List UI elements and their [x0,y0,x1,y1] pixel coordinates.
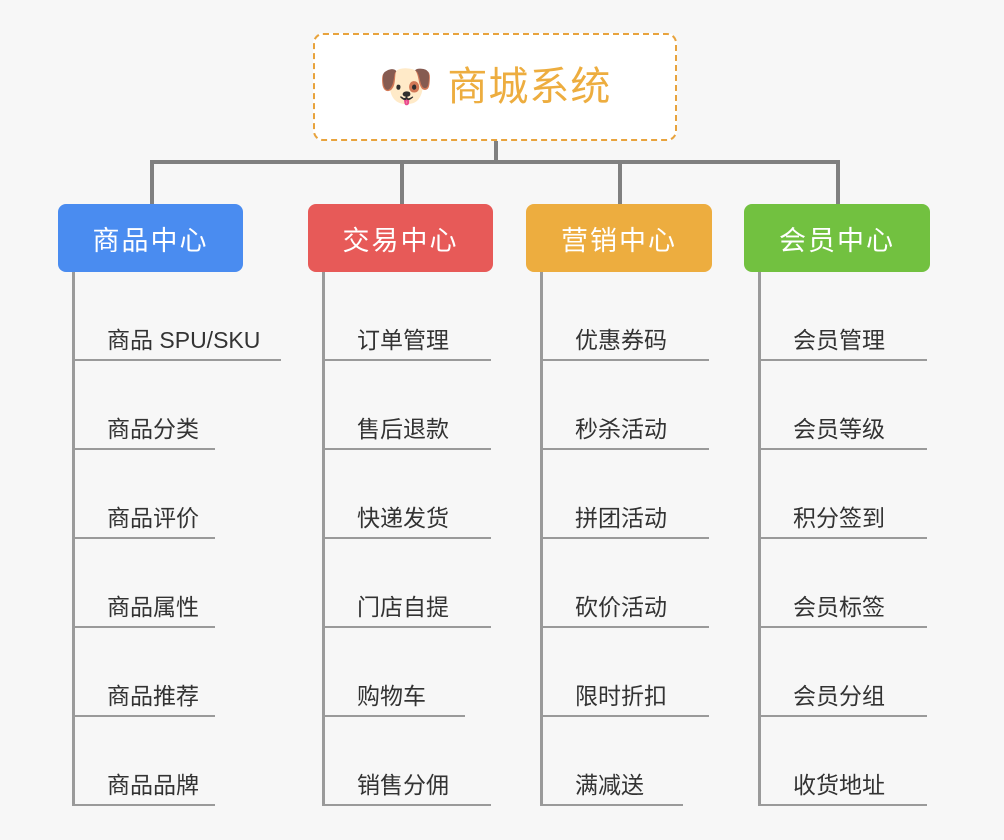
leaf-label: 购物车 [357,682,426,709]
leaf-item[interactable]: 商品属性 [75,539,215,628]
leaf-list-1: 商品 SPU/SKU 商品分类 商品评价 商品属性 商品推荐 商品品牌 [72,272,281,806]
leaf-item[interactable]: 限时折扣 [543,628,709,717]
leaf-label: 收货地址 [793,771,885,798]
connector-drop-2 [400,160,404,204]
category-label: 会员中心 [779,225,895,256]
category-label: 营销中心 [561,225,677,256]
leaf-label: 会员分组 [793,682,885,709]
leaf-item[interactable]: 砍价活动 [543,539,709,628]
leaf-item[interactable]: 积分签到 [761,450,927,539]
branch-column-4: 会员中心 会员管理 会员等级 积分签到 会员标签 会员分组 收货地址 [744,204,964,806]
leaf-item[interactable]: 购物车 [325,628,465,717]
category-header-2[interactable]: 交易中心 [308,204,493,272]
leaf-item[interactable]: 拼团活动 [543,450,709,539]
leaf-label: 快递发货 [357,504,449,531]
category-header-1[interactable]: 商品中心 [58,204,243,272]
leaf-item[interactable]: 商品品牌 [75,717,215,806]
leaf-item[interactable]: 满减送 [543,717,683,806]
leaf-item[interactable]: 会员等级 [761,361,927,450]
connector-drop-3 [618,160,622,204]
leaf-list-3: 优惠券码 秒杀活动 拼团活动 砍价活动 限时折扣 满减送 [540,272,746,806]
category-header-3[interactable]: 营销中心 [526,204,712,272]
leaf-label: 会员标签 [793,593,885,620]
leaf-list-4: 会员管理 会员等级 积分签到 会员标签 会员分组 收货地址 [758,272,964,806]
leaf-item[interactable]: 会员管理 [761,272,927,361]
leaf-label: 售后退款 [357,415,449,442]
leaf-item[interactable]: 商品 SPU/SKU [75,272,281,361]
leaf-item[interactable]: 售后退款 [325,361,491,450]
root-node[interactable]: 🐶 商城系统 [313,33,677,141]
branch-column-3: 营销中心 优惠券码 秒杀活动 拼团活动 砍价活动 限时折扣 满减送 [526,204,746,806]
leaf-label: 拼团活动 [575,504,667,531]
leaf-label: 商品分类 [107,415,199,442]
branch-column-2: 交易中心 订单管理 售后退款 快递发货 门店自提 购物车 销售分佣 [308,204,528,806]
leaf-item[interactable]: 会员分组 [761,628,927,717]
leaf-label: 门店自提 [357,593,449,620]
leaf-item[interactable]: 商品推荐 [75,628,215,717]
leaf-item[interactable]: 秒杀活动 [543,361,709,450]
leaf-label: 订单管理 [357,326,449,353]
connector-drop-1 [150,160,154,204]
leaf-label: 积分签到 [793,504,885,531]
connector-drop-4 [836,160,840,204]
leaf-label: 砍价活动 [575,593,667,620]
category-header-4[interactable]: 会员中心 [744,204,930,272]
leaf-label: 限时折扣 [575,682,667,709]
connector-horizontal-bus [150,160,840,164]
leaf-item[interactable]: 商品评价 [75,450,215,539]
leaf-label: 商品属性 [107,593,199,620]
leaf-item[interactable]: 销售分佣 [325,717,491,806]
connector-root-stem [494,141,498,163]
leaf-item[interactable]: 门店自提 [325,539,491,628]
root-title: 商城系统 [447,65,612,109]
leaf-label: 商品评价 [107,504,199,531]
leaf-item[interactable]: 收货地址 [761,717,927,806]
leaf-label: 满减送 [575,771,644,798]
leaf-list-2: 订单管理 售后退款 快递发货 门店自提 购物车 销售分佣 [322,272,528,806]
leaf-label: 会员等级 [793,415,885,442]
leaf-item[interactable]: 订单管理 [325,272,491,361]
branch-column-1: 商品中心 商品 SPU/SKU 商品分类 商品评价 商品属性 商品推荐 商品品牌 [58,204,281,806]
leaf-label: 商品品牌 [107,771,199,798]
leaf-item[interactable]: 商品分类 [75,361,215,450]
leaf-label: 优惠券码 [575,326,667,353]
leaf-label: 销售分佣 [357,771,449,798]
leaf-item[interactable]: 优惠券码 [543,272,709,361]
leaf-label: 商品推荐 [107,682,199,709]
leaf-item[interactable]: 快递发货 [325,450,491,539]
shiba-dog-icon: 🐶 [378,62,434,111]
leaf-label: 会员管理 [793,326,885,353]
leaf-label: 商品 SPU/SKU [107,326,261,353]
category-label: 交易中心 [342,225,459,256]
category-label: 商品中心 [92,225,209,256]
leaf-item[interactable]: 会员标签 [761,539,927,628]
leaf-label: 秒杀活动 [575,415,667,442]
